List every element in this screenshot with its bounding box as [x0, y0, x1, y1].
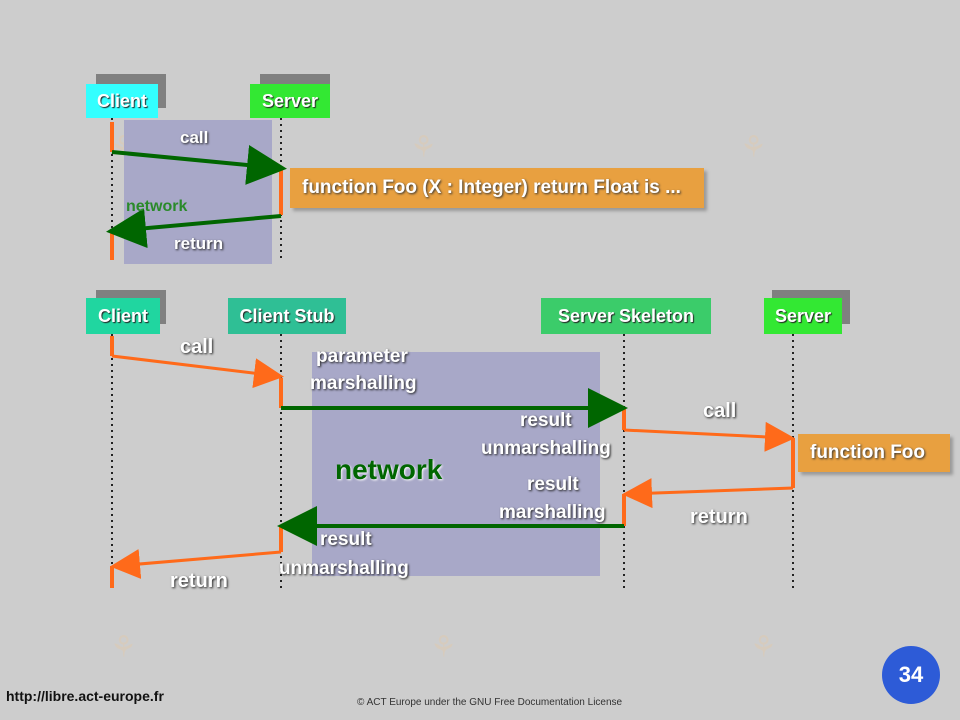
call-label-top: call [180, 128, 209, 147]
param-label-2: marshalling [310, 373, 417, 394]
footer-copyright: © ACT Europe under the GNU Free Document… [357, 697, 623, 708]
page-number: 34 [898, 662, 924, 687]
return-arrow-server [622, 478, 794, 509]
client-box-top: Client [86, 84, 158, 118]
result-unmarsh-label-1: result [520, 410, 572, 431]
footer-url[interactable]: http://libre.act-europe.fr [6, 688, 164, 704]
network-label-top: network [126, 198, 188, 215]
client-label: Client [96, 90, 147, 111]
call-label-client: call [180, 336, 214, 358]
server-box-bottom: Server [764, 298, 842, 334]
server-skeleton-box: Server Skeleton [541, 298, 711, 334]
server-skeleton-label: Server Skeleton [557, 305, 695, 326]
watermark-icon: ⚘ [750, 631, 777, 664]
watermark-icon: ⚘ [410, 131, 437, 164]
server-label: Server [774, 305, 832, 326]
call-arrow-server [623, 421, 795, 452]
watermark-icon: ⚘ [110, 631, 137, 664]
server-box-top: Server [250, 84, 330, 118]
network-region-top [124, 120, 272, 264]
watermark-icon: ⚘ [740, 131, 767, 164]
return-label-top: return [174, 234, 224, 253]
result-marsh-label-1: result [527, 474, 579, 495]
function-note-top: function Foo (X : Integer) return Float … [290, 168, 704, 208]
function-note-bottom: function Foo [798, 434, 950, 472]
client-box-bottom: Client [86, 298, 160, 334]
page-number-badge: 34 [882, 646, 940, 704]
network-region-bottom [312, 352, 600, 576]
param-label-1: parameter [316, 346, 408, 367]
return-label-server: return [690, 506, 748, 528]
client-stub-box: Client Stub [228, 298, 346, 334]
client-stub-label: Client Stub [239, 305, 335, 326]
return-label-client: return [170, 570, 228, 592]
return-arrow-top [106, 208, 282, 249]
call-label-server: call [703, 400, 737, 422]
call-arrow-client [111, 354, 284, 389]
result-unmarsh-left-label-2: unmarshalling [279, 558, 409, 579]
return-arrow-client [110, 549, 282, 579]
result-unmarsh-left-label-1: result [320, 529, 372, 550]
watermark-icon: ⚘ [430, 631, 457, 664]
result-unmarsh-label-2: unmarshalling [481, 438, 611, 459]
result-marsh-label-2: marshalling [499, 502, 606, 523]
network-label-bottom: network [335, 454, 443, 485]
call-arrow-top [111, 145, 287, 185]
client-label: Client [97, 305, 148, 326]
server-label: Server [261, 90, 319, 111]
